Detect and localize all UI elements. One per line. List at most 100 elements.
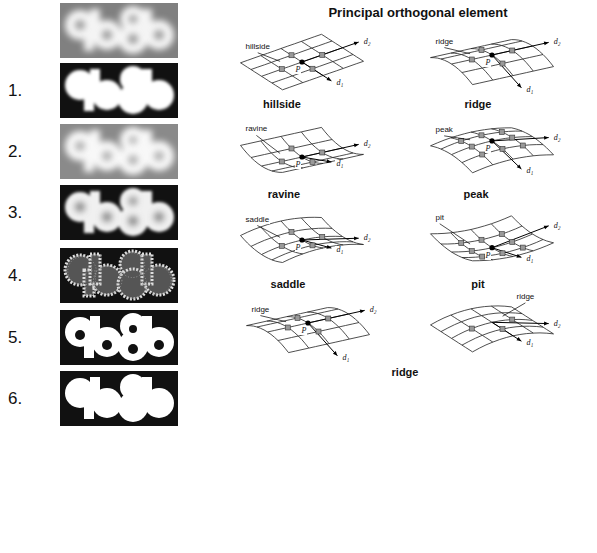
neighbour-marker [295, 316, 300, 321]
mesh-line [289, 335, 370, 353]
arrow-head [326, 77, 331, 81]
neighbour-marker [326, 316, 331, 321]
feature-caption: ravine [268, 189, 300, 200]
neighbour-marker [520, 245, 525, 250]
neighbour-marker [479, 133, 484, 138]
axis-label: d₁ [335, 246, 344, 254]
figure-title: Principal orthogonal element [328, 6, 507, 19]
neighbour-marker [285, 325, 290, 330]
leader-line [257, 226, 280, 238]
mesh-line [241, 236, 283, 263]
neighbour-marker [479, 237, 484, 242]
neighbour-marker [500, 61, 505, 66]
leader-line [256, 135, 280, 153]
neighbour-marker [320, 52, 325, 57]
neighbour-marker [500, 146, 505, 151]
neighbour-marker [459, 139, 464, 144]
leader-line [444, 48, 470, 54]
mesh-line [278, 323, 359, 341]
direction-axis [308, 310, 365, 323]
direction-axis [302, 144, 359, 157]
mesh-line [261, 56, 303, 83]
axis-label: d₁ [525, 339, 534, 347]
axis-label: d₁ [335, 79, 344, 87]
point-label: P [295, 161, 302, 169]
feature-caption: ridge [465, 99, 492, 110]
leader-line [444, 136, 470, 140]
axis-label: d₂ [553, 222, 562, 230]
neighbour-marker [520, 143, 525, 148]
axis-label: d₁ [335, 160, 344, 168]
arrow-head [517, 83, 522, 88]
axis-label: d₂ [363, 140, 372, 148]
neighbour-marker [310, 243, 315, 248]
arrow-head [517, 164, 522, 169]
neighbour-marker [310, 66, 315, 71]
arrow-head [516, 337, 521, 341]
direction-axis [492, 226, 549, 248]
feature-label: peak [435, 126, 454, 134]
mesh-line [473, 67, 554, 85]
direction-axis [492, 322, 521, 341]
neighbour-marker [316, 329, 321, 334]
neighbour-marker [510, 48, 515, 53]
direction-axis [492, 42, 549, 55]
arrow-head [354, 143, 359, 147]
neighbour-marker [459, 241, 464, 246]
direction-axis [302, 62, 331, 81]
centre-point [305, 320, 310, 325]
mesh-line [512, 307, 554, 334]
mesh-line [512, 216, 554, 243]
direction-axis [308, 323, 337, 356]
axis-label: d₁ [525, 255, 534, 263]
centre-point [489, 245, 494, 250]
arrow-head [333, 351, 338, 356]
point-label: P [295, 244, 302, 252]
neighbour-marker [469, 326, 474, 331]
direction-axis [492, 248, 521, 258]
mesh-line [431, 58, 473, 85]
arrow-head [544, 136, 549, 140]
image-number: 5. [8, 329, 22, 346]
neighbour-marker [320, 234, 325, 239]
mesh-line [431, 146, 473, 173]
mesh-line [307, 312, 349, 339]
mesh-line [328, 308, 370, 335]
image-number: 2. [8, 143, 22, 160]
feature-label: ridge [516, 293, 536, 301]
centre-point [299, 237, 304, 242]
direction-axis [302, 42, 359, 62]
axis-label: d₂ [553, 38, 562, 46]
neighbour-marker [469, 57, 474, 62]
feature-label: ridge [435, 38, 455, 46]
direction-axis [302, 240, 331, 248]
mesh-line [473, 243, 554, 261]
mesh-line [322, 218, 364, 245]
neighbour-marker [279, 159, 284, 164]
neighbour-marker [279, 243, 284, 248]
mesh-line [491, 224, 533, 251]
feature-label: saddle [245, 216, 271, 224]
neighbour-marker [310, 159, 315, 164]
mesh-line [452, 319, 533, 338]
centre-point [489, 138, 494, 143]
mesh-line [451, 233, 493, 260]
neighbour-marker [289, 229, 294, 234]
neighbour-marker [510, 135, 515, 140]
image-number: 3. [8, 204, 22, 221]
neighbour-marker [320, 150, 325, 155]
point-label: P [295, 66, 302, 74]
image-number: 1. [8, 82, 22, 99]
axis-label: d₁ [525, 86, 534, 94]
neighbour-marker [499, 232, 504, 237]
mesh-line [272, 153, 353, 171]
arrow-head [360, 309, 365, 313]
direction-axis [492, 141, 521, 169]
mesh-line [241, 145, 283, 172]
mesh-line [301, 218, 343, 245]
neighbour-marker [289, 53, 294, 58]
neighbour-marker [499, 130, 504, 135]
axis-label: d₁ [341, 354, 350, 362]
mesh-line [512, 128, 554, 155]
